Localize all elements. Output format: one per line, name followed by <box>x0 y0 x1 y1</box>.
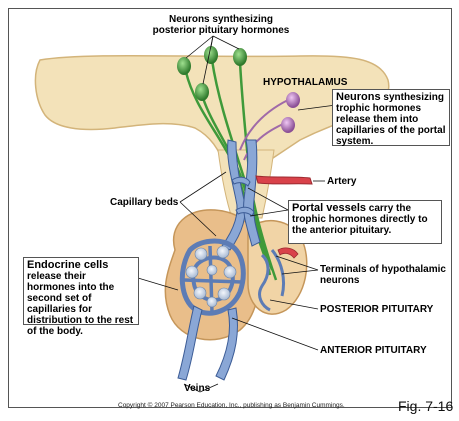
portal-vessels-box: Portal vessels carry the trophic hormone… <box>288 200 442 244</box>
neuron-body-4 <box>195 83 209 101</box>
trophic-neurons-box: Neurons synthesizing trophic hormones re… <box>332 89 450 146</box>
terminals-label: Terminals of hypothalamic neurons <box>320 264 446 286</box>
endocrine-cells-bold: Endocrine cells <box>27 259 108 271</box>
anterior-pituitary-label: ANTERIOR PITUITARY <box>320 345 427 356</box>
artery-vessel <box>256 176 312 184</box>
neuron-body-1 <box>177 57 191 75</box>
figure-number: Fig. 7-16 <box>398 398 453 414</box>
neuron-body-2 <box>204 46 218 64</box>
portal-vessels-bold: Portal vessels <box>292 202 366 214</box>
trophic-neuron-2 <box>281 117 295 133</box>
neuron-body-3 <box>233 48 247 66</box>
trophic-neurons-bold: Neurons <box>336 91 381 103</box>
terminals-label-line2: neurons <box>320 275 446 286</box>
posterior-neurons-label-line2: posterior pituitary hormones <box>146 25 296 36</box>
trophic-neuron-1 <box>286 92 300 108</box>
posterior-neurons-label: Neurons synthesizing posterior pituitary… <box>146 14 296 36</box>
posterior-neurons-label-line1: Neurons synthesizing <box>146 14 296 25</box>
hypothalamus-label: HYPOTHALAMUS <box>263 77 347 88</box>
copyright-text: Copyright © 2007 Pearson Education, Inc.… <box>118 402 345 409</box>
capillary-beds-label: Capillary beds <box>110 197 178 208</box>
posterior-pituitary-label: POSTERIOR PITUITARY <box>320 304 433 315</box>
endocrine-cells-box: Endocrine cells release their hormones i… <box>23 257 139 325</box>
artery-label: Artery <box>327 176 356 187</box>
veins-label: Veins <box>184 383 210 394</box>
terminals-label-line1: Terminals of hypothalamic <box>320 264 446 275</box>
